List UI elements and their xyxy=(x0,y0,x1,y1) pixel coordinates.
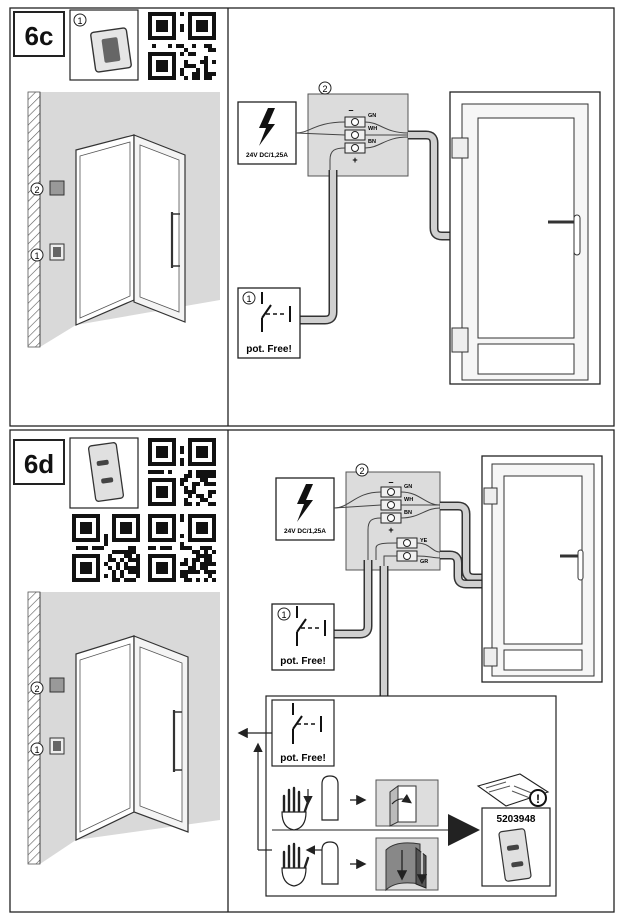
door-front-view xyxy=(481,455,603,683)
warning-symbol: ! xyxy=(536,792,540,806)
manual-icon xyxy=(476,773,550,807)
junction-box-device xyxy=(49,677,65,693)
callout-number: 1 xyxy=(34,745,39,755)
callout-number: 1 xyxy=(281,610,286,620)
cable xyxy=(408,132,455,239)
callout-number: 1 xyxy=(77,16,82,26)
power-supply-box: 24V DC/1,25A xyxy=(275,477,335,541)
junction-box: 2 – GN WH BN + xyxy=(295,81,409,178)
qr-code-icon xyxy=(72,514,140,582)
panel-6d-label: 6d xyxy=(24,449,54,479)
panel-6c-label: 6c xyxy=(25,21,54,51)
power-supply-box: 24V DC/1,25A xyxy=(237,101,297,165)
qr-code-icon xyxy=(148,438,216,506)
part-number: 5203948 xyxy=(497,814,536,825)
potential-free-contact xyxy=(271,699,335,767)
wire-label: GR xyxy=(420,559,428,565)
wire-label: GN xyxy=(404,484,412,490)
callout-number: 2 xyxy=(34,684,39,694)
callout-number: 2 xyxy=(34,185,39,195)
power-label: 24V DC/1,25A xyxy=(246,152,288,159)
polarity-minus: – xyxy=(348,105,353,115)
callout-number: 2 xyxy=(359,466,364,476)
junction-box: 2 – GN WH BN + YE GR xyxy=(333,463,441,571)
wall-scene: 2 1 xyxy=(27,91,220,348)
qr-code-icon xyxy=(148,514,216,582)
contact-label: pot. Free! xyxy=(280,656,326,667)
panel-6d: 6d 2 1 xyxy=(9,429,615,913)
cable xyxy=(300,170,336,323)
finger-icon xyxy=(321,775,339,821)
hand-icon xyxy=(281,842,310,887)
wire-label: BN xyxy=(404,510,412,516)
polarity-plus: + xyxy=(388,525,393,535)
door-closing-icon xyxy=(375,837,439,892)
callout-number: 1 xyxy=(34,251,39,261)
terminal-block xyxy=(344,116,366,154)
polarity-plus: + xyxy=(352,155,357,165)
potential-free-contact: 1 pot. Free! xyxy=(237,287,301,359)
wire-label: WH xyxy=(368,126,377,132)
wire-label: GN xyxy=(368,113,376,119)
panel-6d-label-box xyxy=(13,439,65,485)
lightning-bolt-icon xyxy=(259,108,275,146)
wall-scene: 2 1 xyxy=(27,591,220,865)
keypad-icon xyxy=(498,828,532,882)
terminal-block xyxy=(380,486,402,524)
potential-free-contact: 1 pot. Free! xyxy=(271,603,335,671)
callout-number: 2 xyxy=(322,84,327,94)
finger-icon xyxy=(321,841,339,885)
door-opening-icon xyxy=(375,779,439,827)
instruction-box: pot. Free! xyxy=(237,695,557,897)
warning-icon xyxy=(529,789,547,807)
panel-6c: 6c 1 xyxy=(9,7,615,427)
power-label: 24V DC/1,25A xyxy=(284,528,326,535)
panel-6c-label-box xyxy=(13,11,65,57)
junction-box-device xyxy=(49,180,65,196)
door-front-view xyxy=(449,91,601,385)
wire-label: BN xyxy=(368,139,376,145)
callout-circle xyxy=(73,13,87,27)
switch-icon xyxy=(90,27,132,73)
contact-label: pot. Free! xyxy=(246,344,292,355)
contact-label: pot. Free! xyxy=(280,753,326,764)
qr-code-icon xyxy=(148,12,216,80)
keypad-icon xyxy=(87,442,125,502)
callout-number: 1 xyxy=(246,294,251,304)
wire-label: YE xyxy=(420,538,428,544)
polarity-minus: – xyxy=(388,477,393,487)
lightning-bolt-icon xyxy=(297,484,313,522)
wire-label: WH xyxy=(404,497,413,503)
